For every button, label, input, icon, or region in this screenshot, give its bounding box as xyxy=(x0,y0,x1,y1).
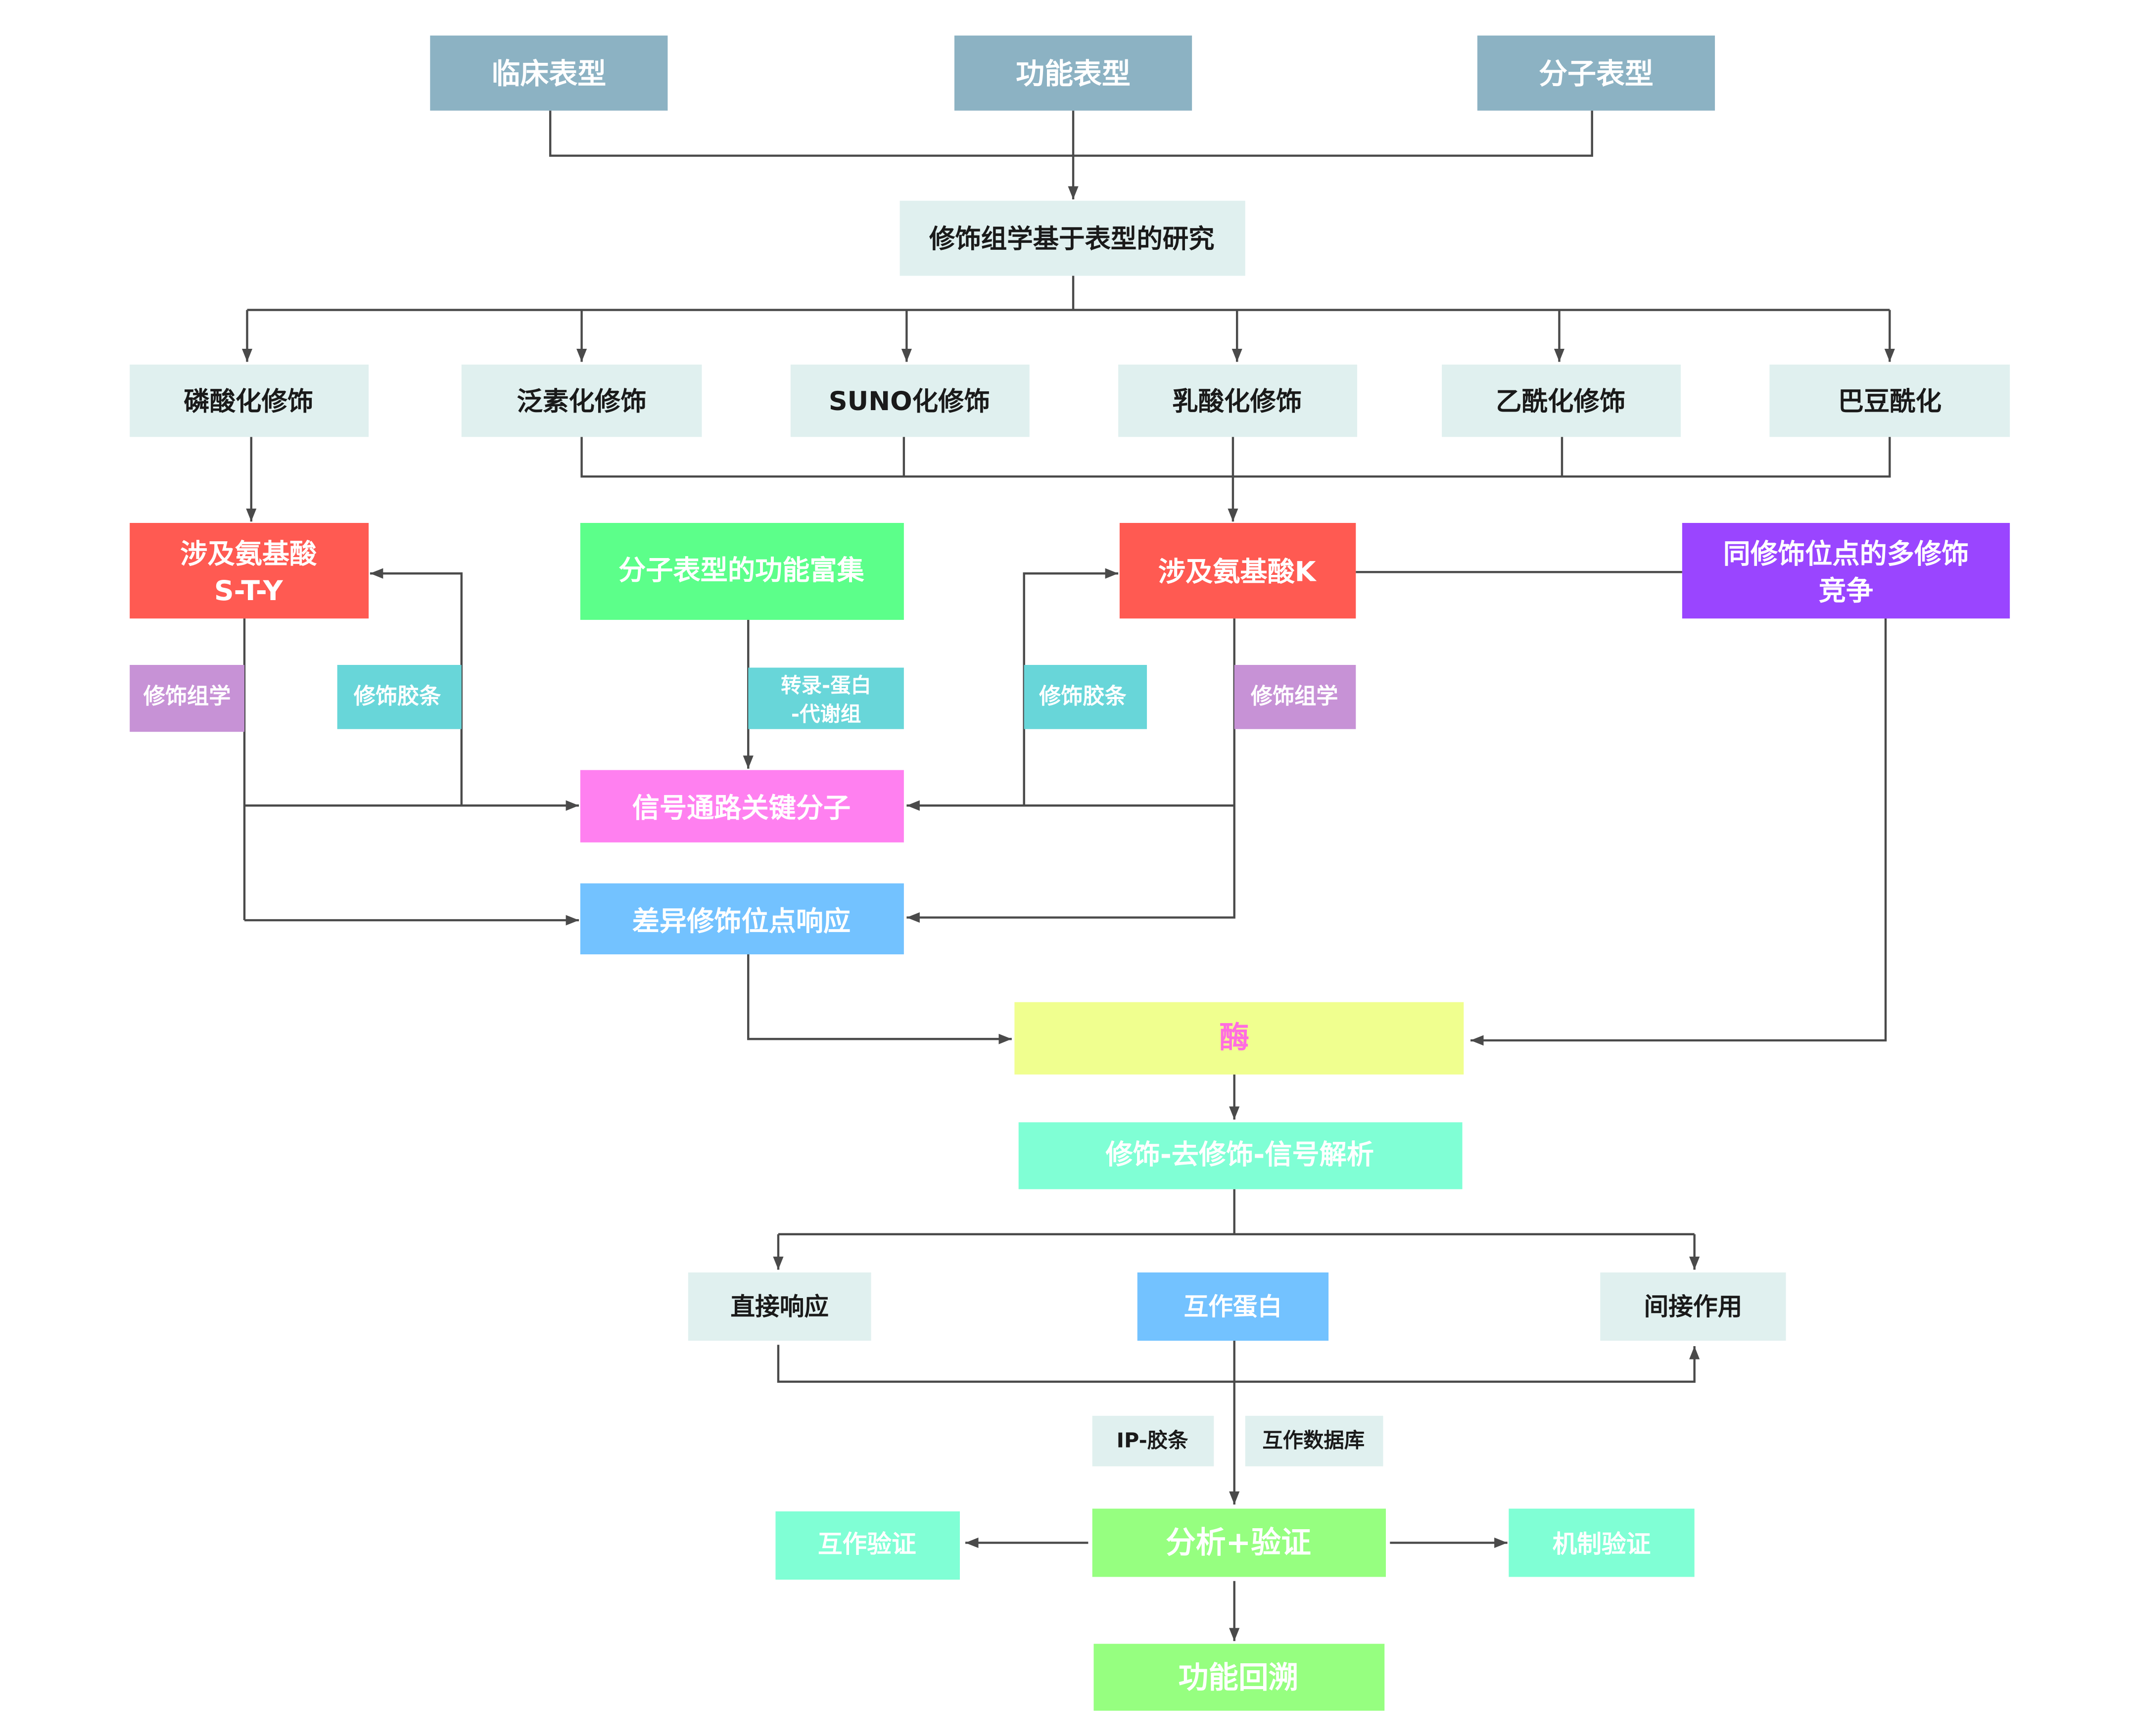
node-label: 直接响应 xyxy=(730,1292,829,1321)
node-label: 间接作用 xyxy=(1644,1292,1743,1321)
label-strip-left: 修饰胶条 xyxy=(337,665,462,729)
node-label: 功能回溯 xyxy=(1179,1661,1299,1695)
node-label: 竞争 xyxy=(1819,575,1873,607)
node-molecular-phenotype: 分子表型 xyxy=(1477,35,1715,111)
label-omics-left: 修饰组学 xyxy=(130,665,244,732)
svg-text:互作数据库: 互作数据库 xyxy=(1262,1428,1365,1452)
node-label: 磷酸化修饰 xyxy=(184,386,313,417)
connectors xyxy=(241,110,1895,1642)
node-clinical-phenotype: 临床表型 xyxy=(430,35,668,111)
node-signal-molecules: 信号通路关键分子 xyxy=(580,770,904,843)
node-amino-k: 涉及氨基酸K xyxy=(1119,523,1356,619)
node-label: 酶 xyxy=(1219,1020,1249,1055)
svg-text:修饰组学: 修饰组学 xyxy=(143,684,231,709)
node-label: 临床表型 xyxy=(491,57,606,91)
label-interaction-database: 互作数据库 xyxy=(1245,1415,1383,1466)
node-label: 机制验证 xyxy=(1553,1530,1651,1558)
node-label: 同修饰位点的多修饰 xyxy=(1723,538,1969,570)
node-crotonylation: 巴豆酰化 xyxy=(1769,364,2010,437)
node-label: S-T-Y xyxy=(214,575,284,607)
node-enzyme: 酶 xyxy=(1014,1002,1464,1075)
node-functional-phenotype: 功能表型 xyxy=(954,35,1192,111)
node-label: 乙酰化修饰 xyxy=(1496,386,1625,417)
node-label: 分子表型 xyxy=(1539,57,1654,91)
node-label: 分析+验证 xyxy=(1166,1525,1311,1560)
node-signal-analysis: 修饰-去修饰-信号解析 xyxy=(1018,1122,1463,1189)
svg-text:转录-蛋白: 转录-蛋白 xyxy=(781,673,871,697)
node-sumoylation: SUNO化修饰 xyxy=(790,364,1030,437)
node-site-response: 差异修饰位点响应 xyxy=(580,883,904,955)
node-label: 分子表型的功能富集 xyxy=(618,555,864,587)
node-direct-response: 直接响应 xyxy=(688,1272,871,1341)
node-lactylation: 乳酸化修饰 xyxy=(1118,364,1358,437)
node-ubiquitination: 泛素化修饰 xyxy=(461,364,702,437)
node-label: 乳酸化修饰 xyxy=(1172,386,1302,417)
node-amino-sty: 涉及氨基酸 S-T-Y xyxy=(130,523,369,619)
node-label: SUNO化修饰 xyxy=(829,386,990,417)
svg-text:IP-胶条: IP-胶条 xyxy=(1117,1428,1189,1452)
node-label: 修饰-去修饰-信号解析 xyxy=(1105,1139,1373,1171)
svg-text:修饰组学: 修饰组学 xyxy=(1251,684,1338,709)
node-label: 涉及氨基酸K xyxy=(1158,556,1317,588)
svg-text:-代谢组: -代谢组 xyxy=(791,702,861,726)
node-label: 互作蛋白 xyxy=(1184,1292,1282,1321)
node-analysis-validation: 分析+验证 xyxy=(1092,1508,1386,1577)
node-label: 涉及氨基酸 xyxy=(180,538,317,570)
node-label: 差异修饰位点响应 xyxy=(632,906,851,938)
node-indirect-effect: 间接作用 xyxy=(1600,1272,1786,1341)
node-function-trace: 功能回溯 xyxy=(1093,1643,1385,1711)
node-label: 功能表型 xyxy=(1016,57,1131,91)
node-research: 修饰组学基于表型的研究 xyxy=(899,200,1245,276)
label-strip-right: 修饰胶条 xyxy=(1024,665,1147,729)
node-phosphorylation: 磷酸化修饰 xyxy=(130,364,369,437)
node-mechanism-validation: 机制验证 xyxy=(1509,1508,1695,1577)
node-label: 信号通路关键分子 xyxy=(632,793,851,824)
label-ip-strip: IP-胶条 xyxy=(1092,1415,1214,1466)
node-acetylation: 乙酰化修饰 xyxy=(1442,364,1681,437)
node-interaction-validation: 互作验证 xyxy=(775,1511,960,1580)
node-label: 修饰组学基于表型的研究 xyxy=(929,224,1215,254)
svg-text:修饰胶条: 修饰胶条 xyxy=(1039,684,1127,709)
label-multi-omics: 转录-蛋白 -代谢组 xyxy=(748,667,904,729)
label-omics-right: 修饰组学 xyxy=(1234,665,1356,729)
node-interacting-protein: 互作蛋白 xyxy=(1137,1272,1329,1341)
node-label: 互作验证 xyxy=(818,1530,916,1558)
node-label: 巴豆酰化 xyxy=(1838,386,1941,417)
node-label: 泛素化修饰 xyxy=(517,386,647,417)
node-functional-enrichment: 分子表型的功能富集 xyxy=(580,523,904,620)
svg-text:修饰胶条: 修饰胶条 xyxy=(354,684,441,709)
